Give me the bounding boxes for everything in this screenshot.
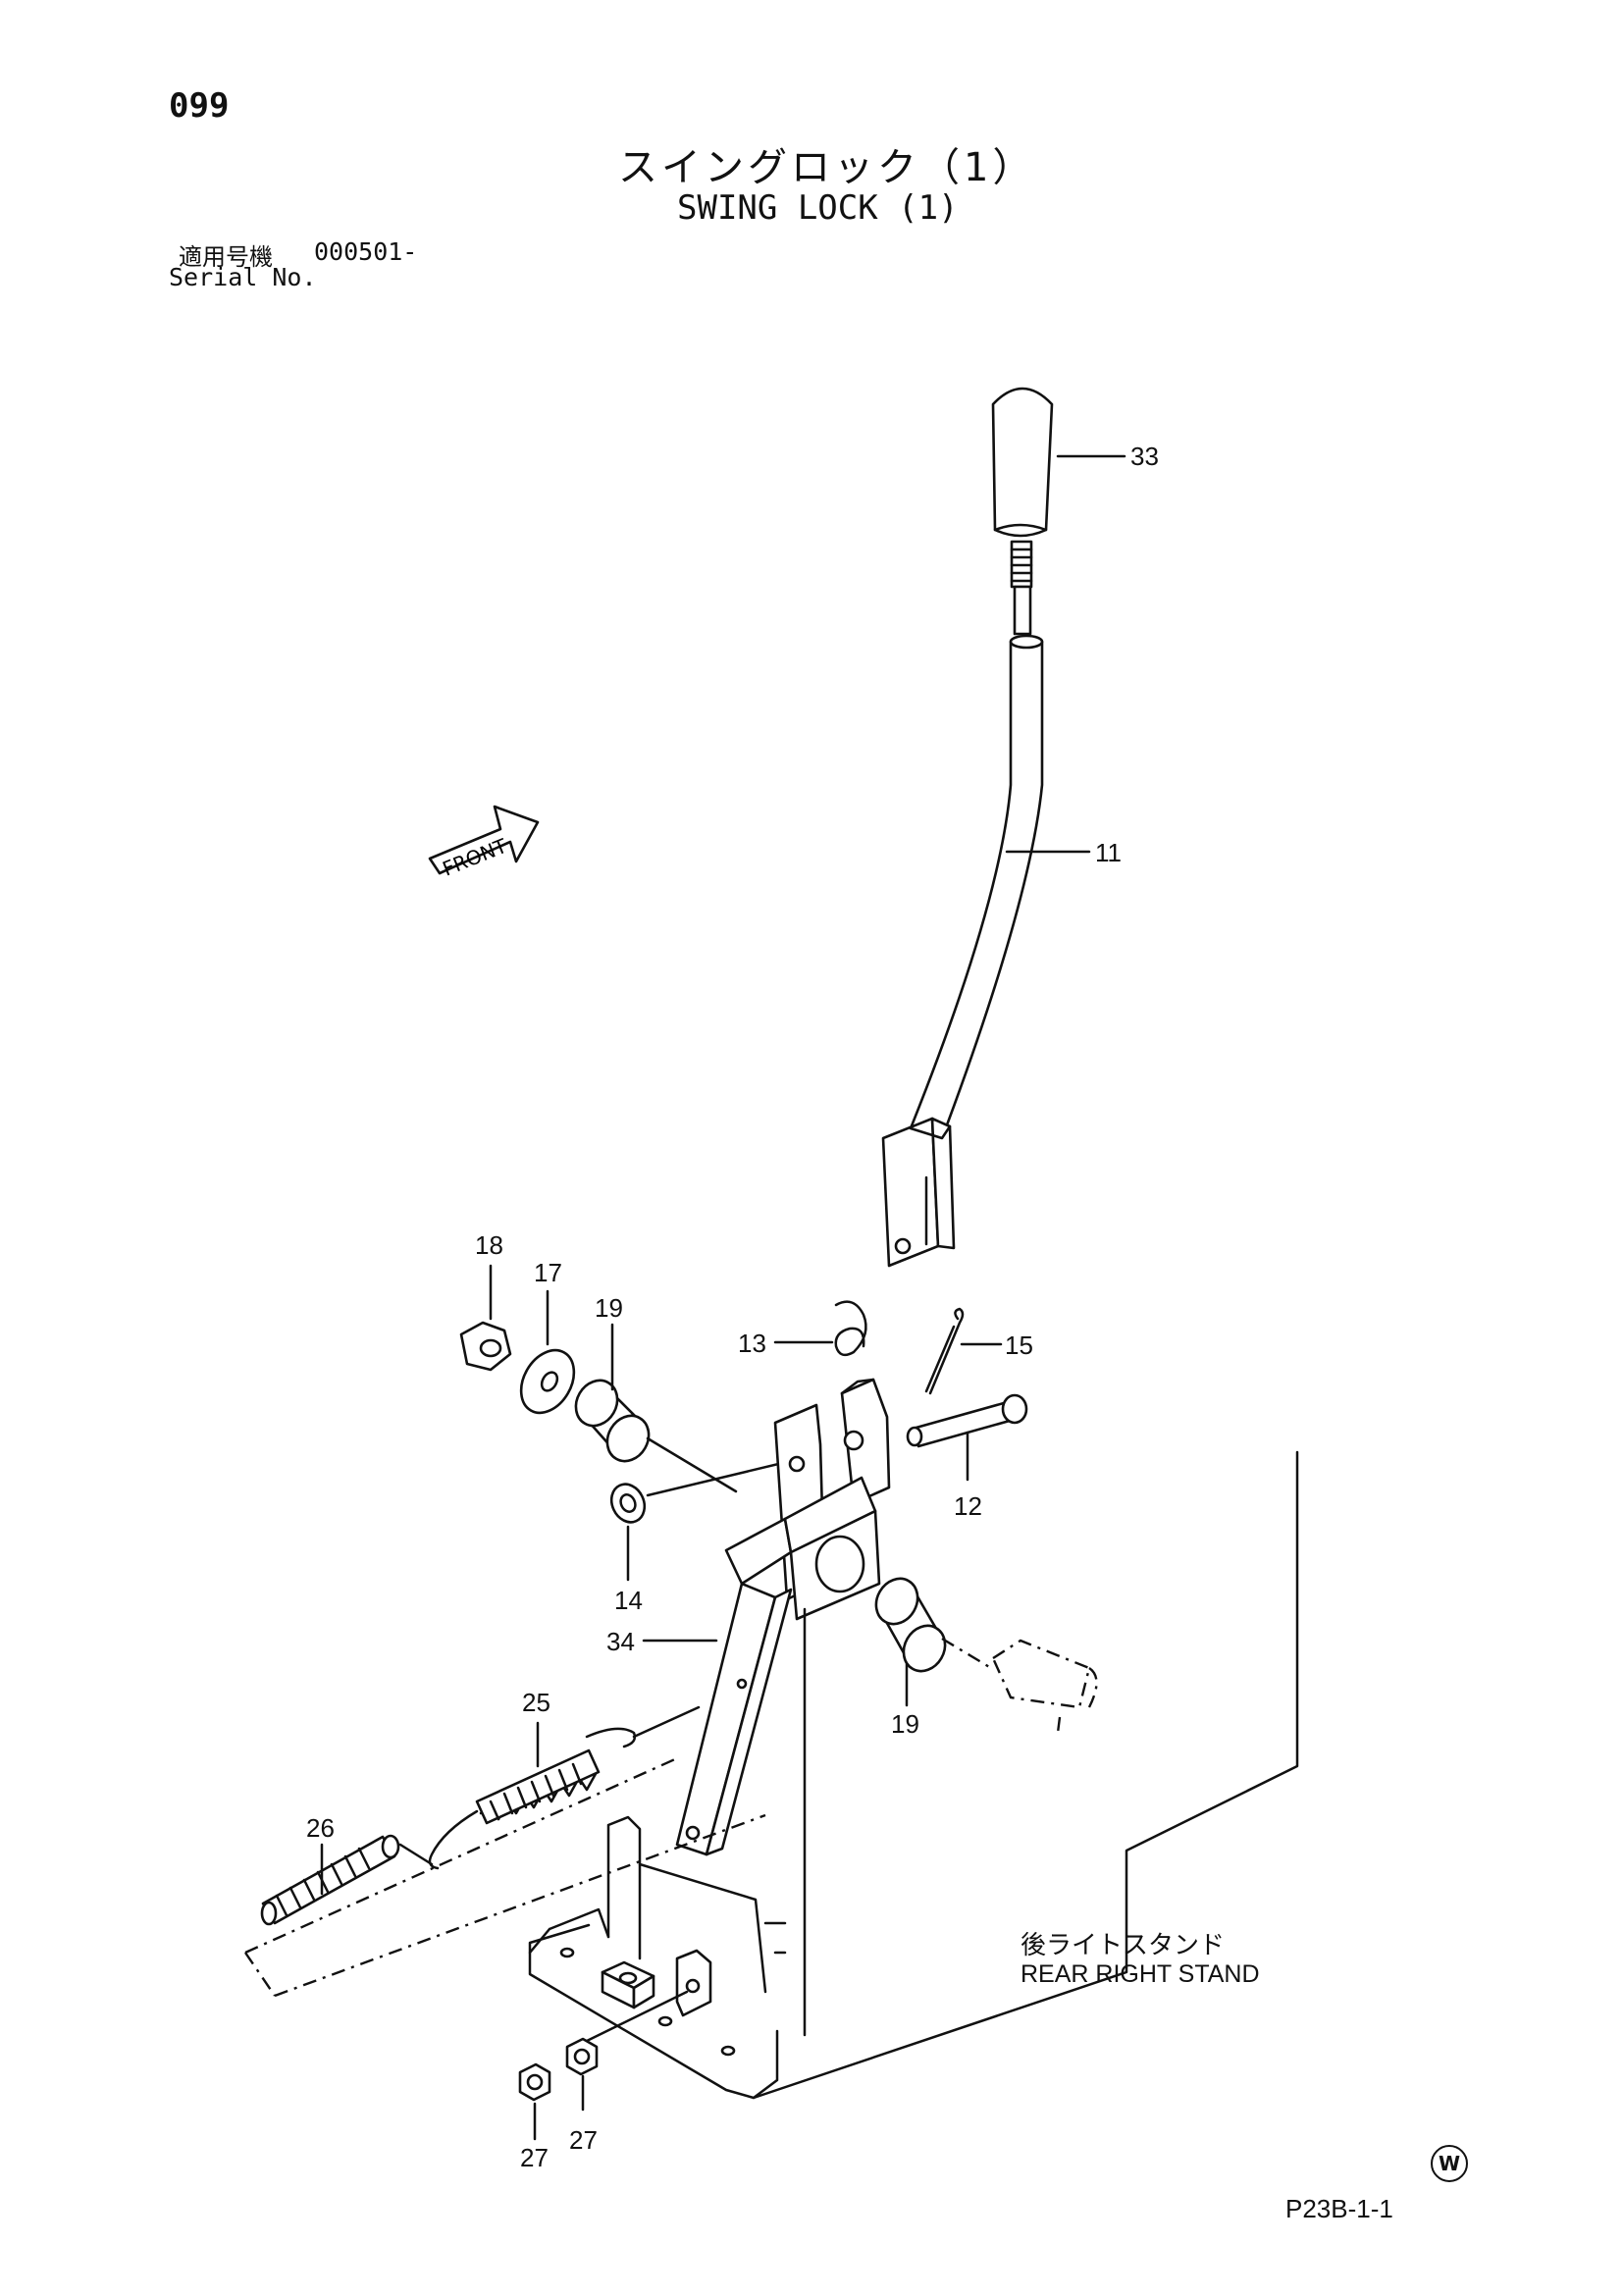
callout-27-right: 27 [569, 2125, 598, 2155]
rear-right-stand [528, 1450, 1299, 2100]
title-japanese: スイングロック（1） [618, 145, 1036, 190]
assembly-line [646, 1436, 738, 1493]
stand-label-english: REAR RIGHT STAND [1021, 1960, 1260, 1988]
bushing-part-19-upper [574, 1379, 651, 1463]
stand-label-japanese: 後ライトスタンド [1021, 1931, 1226, 1960]
leader-lines [320, 454, 1126, 2141]
callout-27-left: 27 [520, 2143, 549, 2172]
bracket-part-34 [675, 1378, 891, 1856]
nut-part-27-right [565, 2037, 599, 2076]
lever-part-11 [881, 634, 1044, 1268]
bolt-part-26 [260, 1834, 400, 1926]
callout-33: 33 [1130, 442, 1159, 471]
assembly-line [398, 1843, 434, 1866]
callout-labels: 33 11 18 17 19 13 15 12 14 34 19 25 26 2… [306, 442, 1159, 2172]
drawing-code: P23B-1-1 [1285, 2194, 1393, 2223]
callout-18: 18 [475, 1230, 503, 1260]
pin-part-12 [906, 1393, 1028, 1448]
washer-part-17 [519, 1348, 576, 1415]
nut-part-27-left [518, 2062, 551, 2102]
callout-25: 25 [522, 1688, 550, 1717]
spring-part-25 [428, 1727, 637, 1870]
page-number: 099 [169, 86, 230, 126]
callout-19-lower: 19 [891, 1709, 919, 1739]
assembly-line [585, 1990, 689, 2043]
callout-17: 17 [534, 1258, 562, 1287]
spring-part-13 [834, 1300, 867, 1357]
threaded-stud [1010, 540, 1033, 636]
title-english: SWING LOCK (1) [677, 188, 959, 228]
assembly-line [632, 1705, 701, 1739]
callout-34: 34 [606, 1627, 635, 1656]
nut-part-18 [459, 1321, 512, 1372]
knob-part-33 [991, 387, 1054, 538]
callout-15: 15 [1005, 1331, 1033, 1360]
shaft-phantom [991, 1639, 1098, 1734]
serial-label-english: Serial No. [169, 263, 317, 291]
callout-13: 13 [738, 1329, 766, 1358]
callout-11: 11 [1095, 838, 1122, 867]
serial-label-japanese: 適用号機 [179, 243, 273, 271]
mounting-line [244, 1756, 678, 1955]
assembly-line [646, 1458, 797, 1497]
callout-14: 14 [614, 1586, 643, 1615]
callout-26: 26 [306, 1813, 335, 1843]
callout-19-upper: 19 [595, 1293, 623, 1323]
serial-number-value: 000501- [314, 237, 418, 266]
w-mark-icon: W [1431, 2145, 1468, 2182]
bushing-part-19-lower [874, 1577, 947, 1673]
washer-part-14 [609, 1483, 647, 1524]
cotter-pin-part-15 [924, 1307, 965, 1395]
mounting-line [244, 1952, 276, 1997]
front-arrow-icon: FRONT [428, 805, 540, 881]
dashed-assembly-line [941, 1637, 992, 1670]
mounting-line [274, 1813, 766, 1998]
callout-12: 12 [954, 1491, 982, 1521]
